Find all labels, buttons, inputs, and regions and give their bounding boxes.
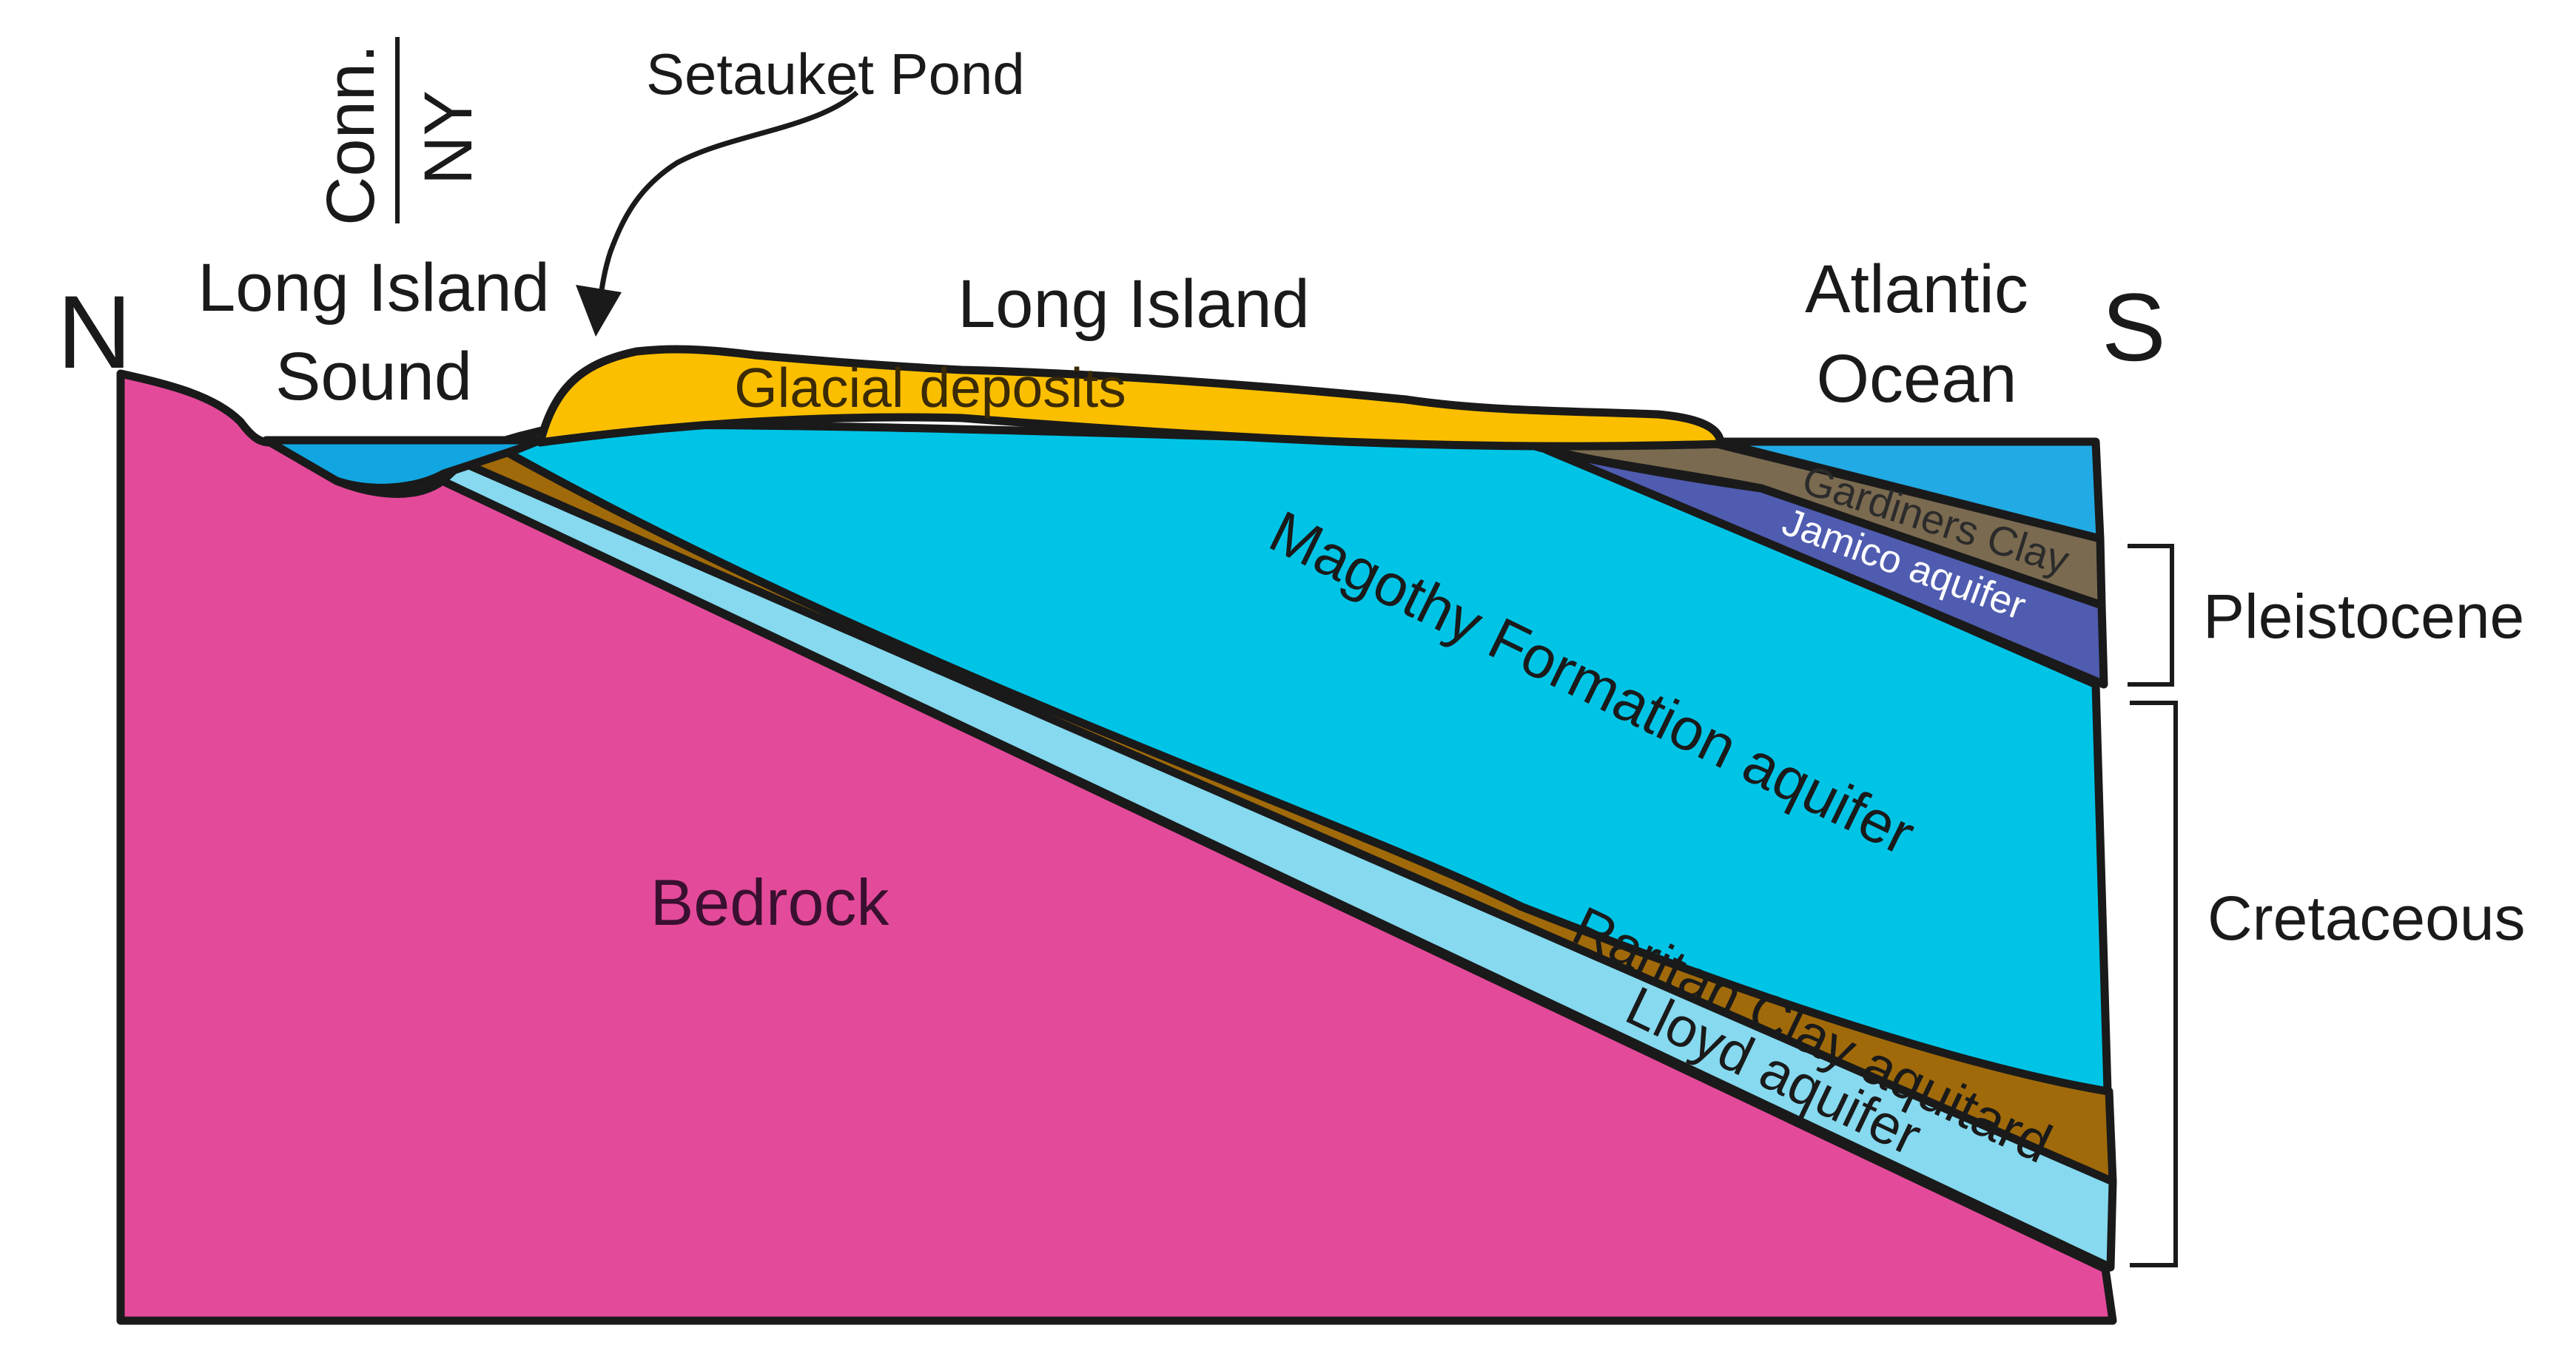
conn-label: Conn. <box>313 44 389 226</box>
south-label: S <box>2102 273 2166 381</box>
north-label: N <box>57 274 132 390</box>
pond-label: Setauket Pond <box>646 41 1025 107</box>
jamico-aquifer-layer <box>1542 445 2108 689</box>
ocean-label-line2: Ocean <box>1816 341 2017 417</box>
sound-label-line2: Sound <box>275 339 472 414</box>
bedrock-label: Bedrock <box>650 866 890 939</box>
ocean-label-line1: Atlantic <box>1805 252 2028 327</box>
pleistocene-label: Pleistocene <box>2203 582 2524 651</box>
sound-water-layer <box>262 436 545 492</box>
island-label: Long Island <box>958 266 1310 342</box>
setauket-pond-arrow <box>595 90 859 315</box>
cretaceous-bracket <box>2130 701 2178 1267</box>
ny-label: NY <box>411 90 486 185</box>
setauket-pond-arrowhead <box>576 285 622 337</box>
sound-label-line1: Long Island <box>198 250 550 326</box>
glacial-deposits-label: Glacial deposits <box>734 357 1126 419</box>
glacial-deposits-layer <box>536 345 1725 451</box>
pleistocene-bracket <box>2128 544 2174 687</box>
magothy-formation-aquifer-layer <box>488 420 2112 1096</box>
cretaceous-label: Cretaceous <box>2207 883 2526 953</box>
